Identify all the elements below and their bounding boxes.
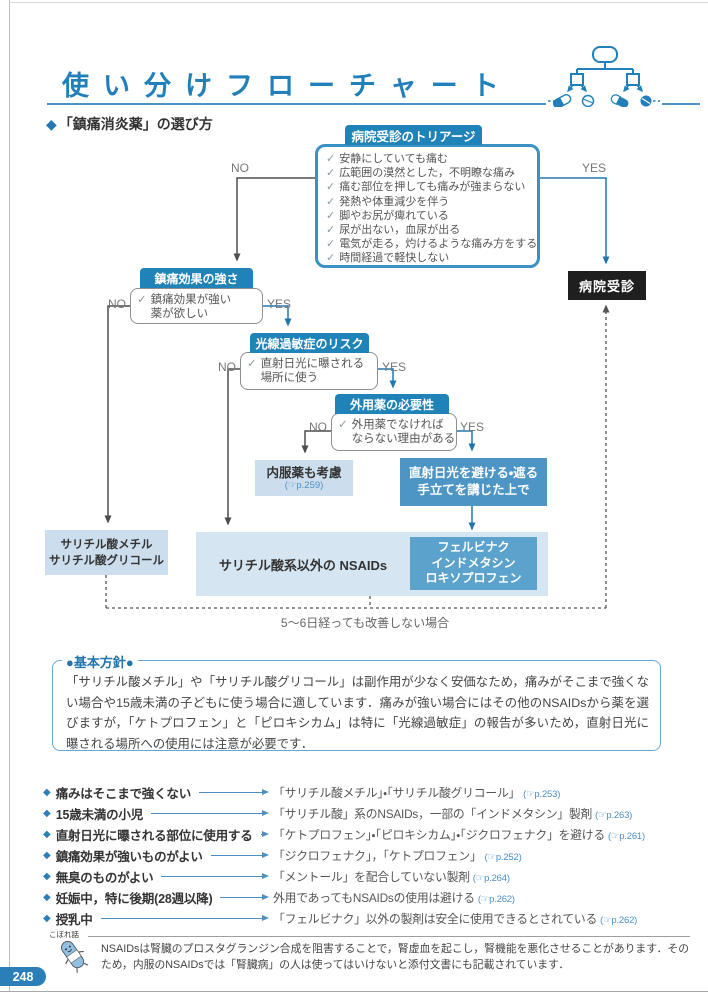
recommendation-row: ◆ 授乳中 「フェルビナク」以外の製剤は安全に使用できるとされている(☞p.26…: [43, 912, 638, 927]
diamond-icon: ◆: [46, 116, 57, 132]
triage-item: ✓尿が出ない，血尿が出る: [326, 224, 461, 237]
page-ref: (☞p.261): [607, 831, 645, 842]
capsule-character-icon: [54, 936, 92, 981]
title-underline: [47, 103, 700, 105]
triage-item: ✓電気が走る，灼けるような痛み方をする: [326, 238, 538, 251]
q-photosensitivity-header: 光線過敏症のリスク: [250, 333, 369, 353]
check-icon: ✓: [326, 209, 336, 222]
footnote-text: NSAIDsは腎臓のプロスタグランジン合成を阻害することで，腎虚血を起こし，腎機…: [101, 943, 689, 971]
recommendation-row: ◆ 鎮痛効果が強いものがよい 「ジクロフェナク」，「ケトプロフェン」(☞p.25…: [43, 849, 522, 864]
page-ref: (☞p.262): [477, 894, 515, 905]
recommendation-row: ◆ 痛みはそこまで強くない 「サリチル酸メチル」・「サリチル酸グリコール」(☞p…: [43, 786, 561, 801]
check-icon: ✓: [326, 252, 336, 265]
result-oral-box: 内服薬も考慮 (☞p.259): [255, 460, 353, 496]
check-icon: ✓: [338, 419, 348, 431]
result-hospital-box: 病院受診: [568, 271, 646, 300]
page-edge-top: [9, 2, 708, 3]
check-icon: ✓: [137, 294, 147, 306]
page-ref: (☞p.253): [523, 789, 561, 800]
recommendation-row: ◆ 妊娠中，特に後期(28週以降) 外用であってもNSAIDsの使用は避ける(☞…: [43, 891, 515, 906]
check-icon: ✓: [247, 358, 257, 370]
result-sun-avoid-box: 直射日光を避ける・遮る 手立てを講じた上で: [400, 458, 547, 506]
flowchart-pills-icon: [546, 44, 662, 108]
triage-item: ✓脚やお尻が痺れている: [326, 209, 449, 222]
triage-item: ✓痛む部位を押しても痛みが強まらない: [326, 181, 526, 194]
recommendation-row: ◆ 15歳未満の小児 「サリチル酸」系のNSAIDs，一部の「インドメタシン」製…: [43, 807, 633, 822]
subtitle-text: 「鎮痛消炎薬」の選び方: [58, 116, 213, 132]
diamond-icon: ◆: [43, 787, 51, 798]
page-ref: (☞p.263): [595, 810, 633, 821]
recommendation-list: ◆ 痛みはそこまで強くない 「サリチル酸メチル」・「サリチル酸グリコール」(☞p…: [43, 782, 693, 929]
page-number-tab: 248: [0, 967, 46, 986]
check-icon: ✓: [326, 224, 336, 237]
arrow-connector: [100, 914, 270, 921]
check-icon: ✓: [326, 153, 336, 165]
check-icon: ✓: [326, 195, 336, 208]
diamond-icon: ◆: [43, 892, 51, 903]
page-ref: (☞p.259): [284, 479, 324, 491]
triage-checklist: ✓安静にしていても痛む ✓広範囲の漠然とした，不明瞭な痛み ✓痛む部位を押しても…: [315, 144, 540, 268]
result-photosafe-box: フェルビナク インドメタシン ロキソプロフェン: [410, 537, 537, 590]
label-yes-photo: YES: [382, 360, 407, 374]
label-no-topical: NO: [309, 420, 327, 434]
flow-caption: 5〜6日経っても改善しない場合: [280, 616, 450, 630]
page-edge-bottom: [0, 991, 708, 992]
label-yes-strength: YES: [267, 297, 292, 311]
q-strength-header: 鎮痛効果の強さ: [140, 268, 253, 288]
triage-header: 病院受診のトリアージ: [345, 125, 482, 145]
label-no-triage: NO: [231, 161, 249, 175]
q-strength-box: ✓ 鎮痛効果が強い薬が欲しい: [130, 288, 263, 324]
label-no-strength: NO: [108, 297, 126, 311]
page-title: 使い分けフローチャート: [62, 71, 513, 101]
triage-item: ✓発熱や体重減少を伴う: [326, 195, 450, 208]
label-yes-triage: YES: [581, 161, 606, 175]
footnote-rule: [88, 936, 690, 937]
diamond-icon: ◆: [43, 808, 51, 819]
principle-text: 「サリチル酸メチル」や「サリチル酸グリコール」は副作用が少なく安価なため，痛みが…: [66, 675, 649, 751]
q-topical-box: ✓ 外用薬でなければならない理由がある: [331, 413, 457, 451]
diamond-icon: ◆: [43, 913, 51, 924]
page-ref: (☞p.262): [600, 915, 638, 926]
check-icon: ✓: [326, 238, 336, 251]
arrow-connector: [161, 872, 269, 879]
principle-box: [52, 660, 661, 751]
q-topical-header: 外用薬の必要性: [335, 394, 449, 414]
triage-item: ✓時間経過で軽快しない: [326, 252, 450, 265]
footnote-label: こぼれ話: [49, 930, 79, 939]
q-photosensitivity-box: ✓ 直射日光に曝される場所に使う: [240, 352, 378, 390]
diamond-icon: ◆: [43, 871, 51, 882]
label-no-photo: NO: [218, 360, 236, 374]
recommendation-row: ◆ 無臭のものがよい 「メントール」を配合していない製剤(☞p.264): [43, 870, 510, 885]
principle-title: ●基本方針●: [62, 652, 138, 671]
page-ref: (☞p.252): [484, 852, 522, 863]
arrow-connector: [260, 830, 270, 837]
page-edge-left: [9, 0, 10, 991]
arrow-connector: [210, 851, 270, 858]
triage-item: ✓広範囲の漠然とした，不明瞭な痛み: [326, 167, 515, 180]
result-salicylate-box: サリチル酸メチル サリチル酸グリコール: [45, 530, 168, 575]
recommendation-row: ◆ 直射日光に曝される部位に使用する 「ケトプロフェン」・「ピロキシカム」・「ジ…: [43, 828, 645, 843]
label-yes-topical: YES: [460, 420, 485, 434]
arrow-connector: [220, 893, 269, 900]
check-icon: ✓: [326, 181, 336, 194]
arrow-connector: [199, 788, 269, 795]
diamond-icon: ◆: [43, 850, 51, 861]
diamond-icon: ◆: [43, 829, 51, 840]
page-ref: (☞p.264): [472, 873, 510, 884]
section-subtitle: ◆「鎮痛消炎薬」の選び方: [46, 114, 213, 134]
check-icon: ✓: [326, 167, 336, 180]
triage-item: ✓安静にしていても痛む: [326, 153, 449, 165]
arrow-connector: [151, 809, 269, 816]
